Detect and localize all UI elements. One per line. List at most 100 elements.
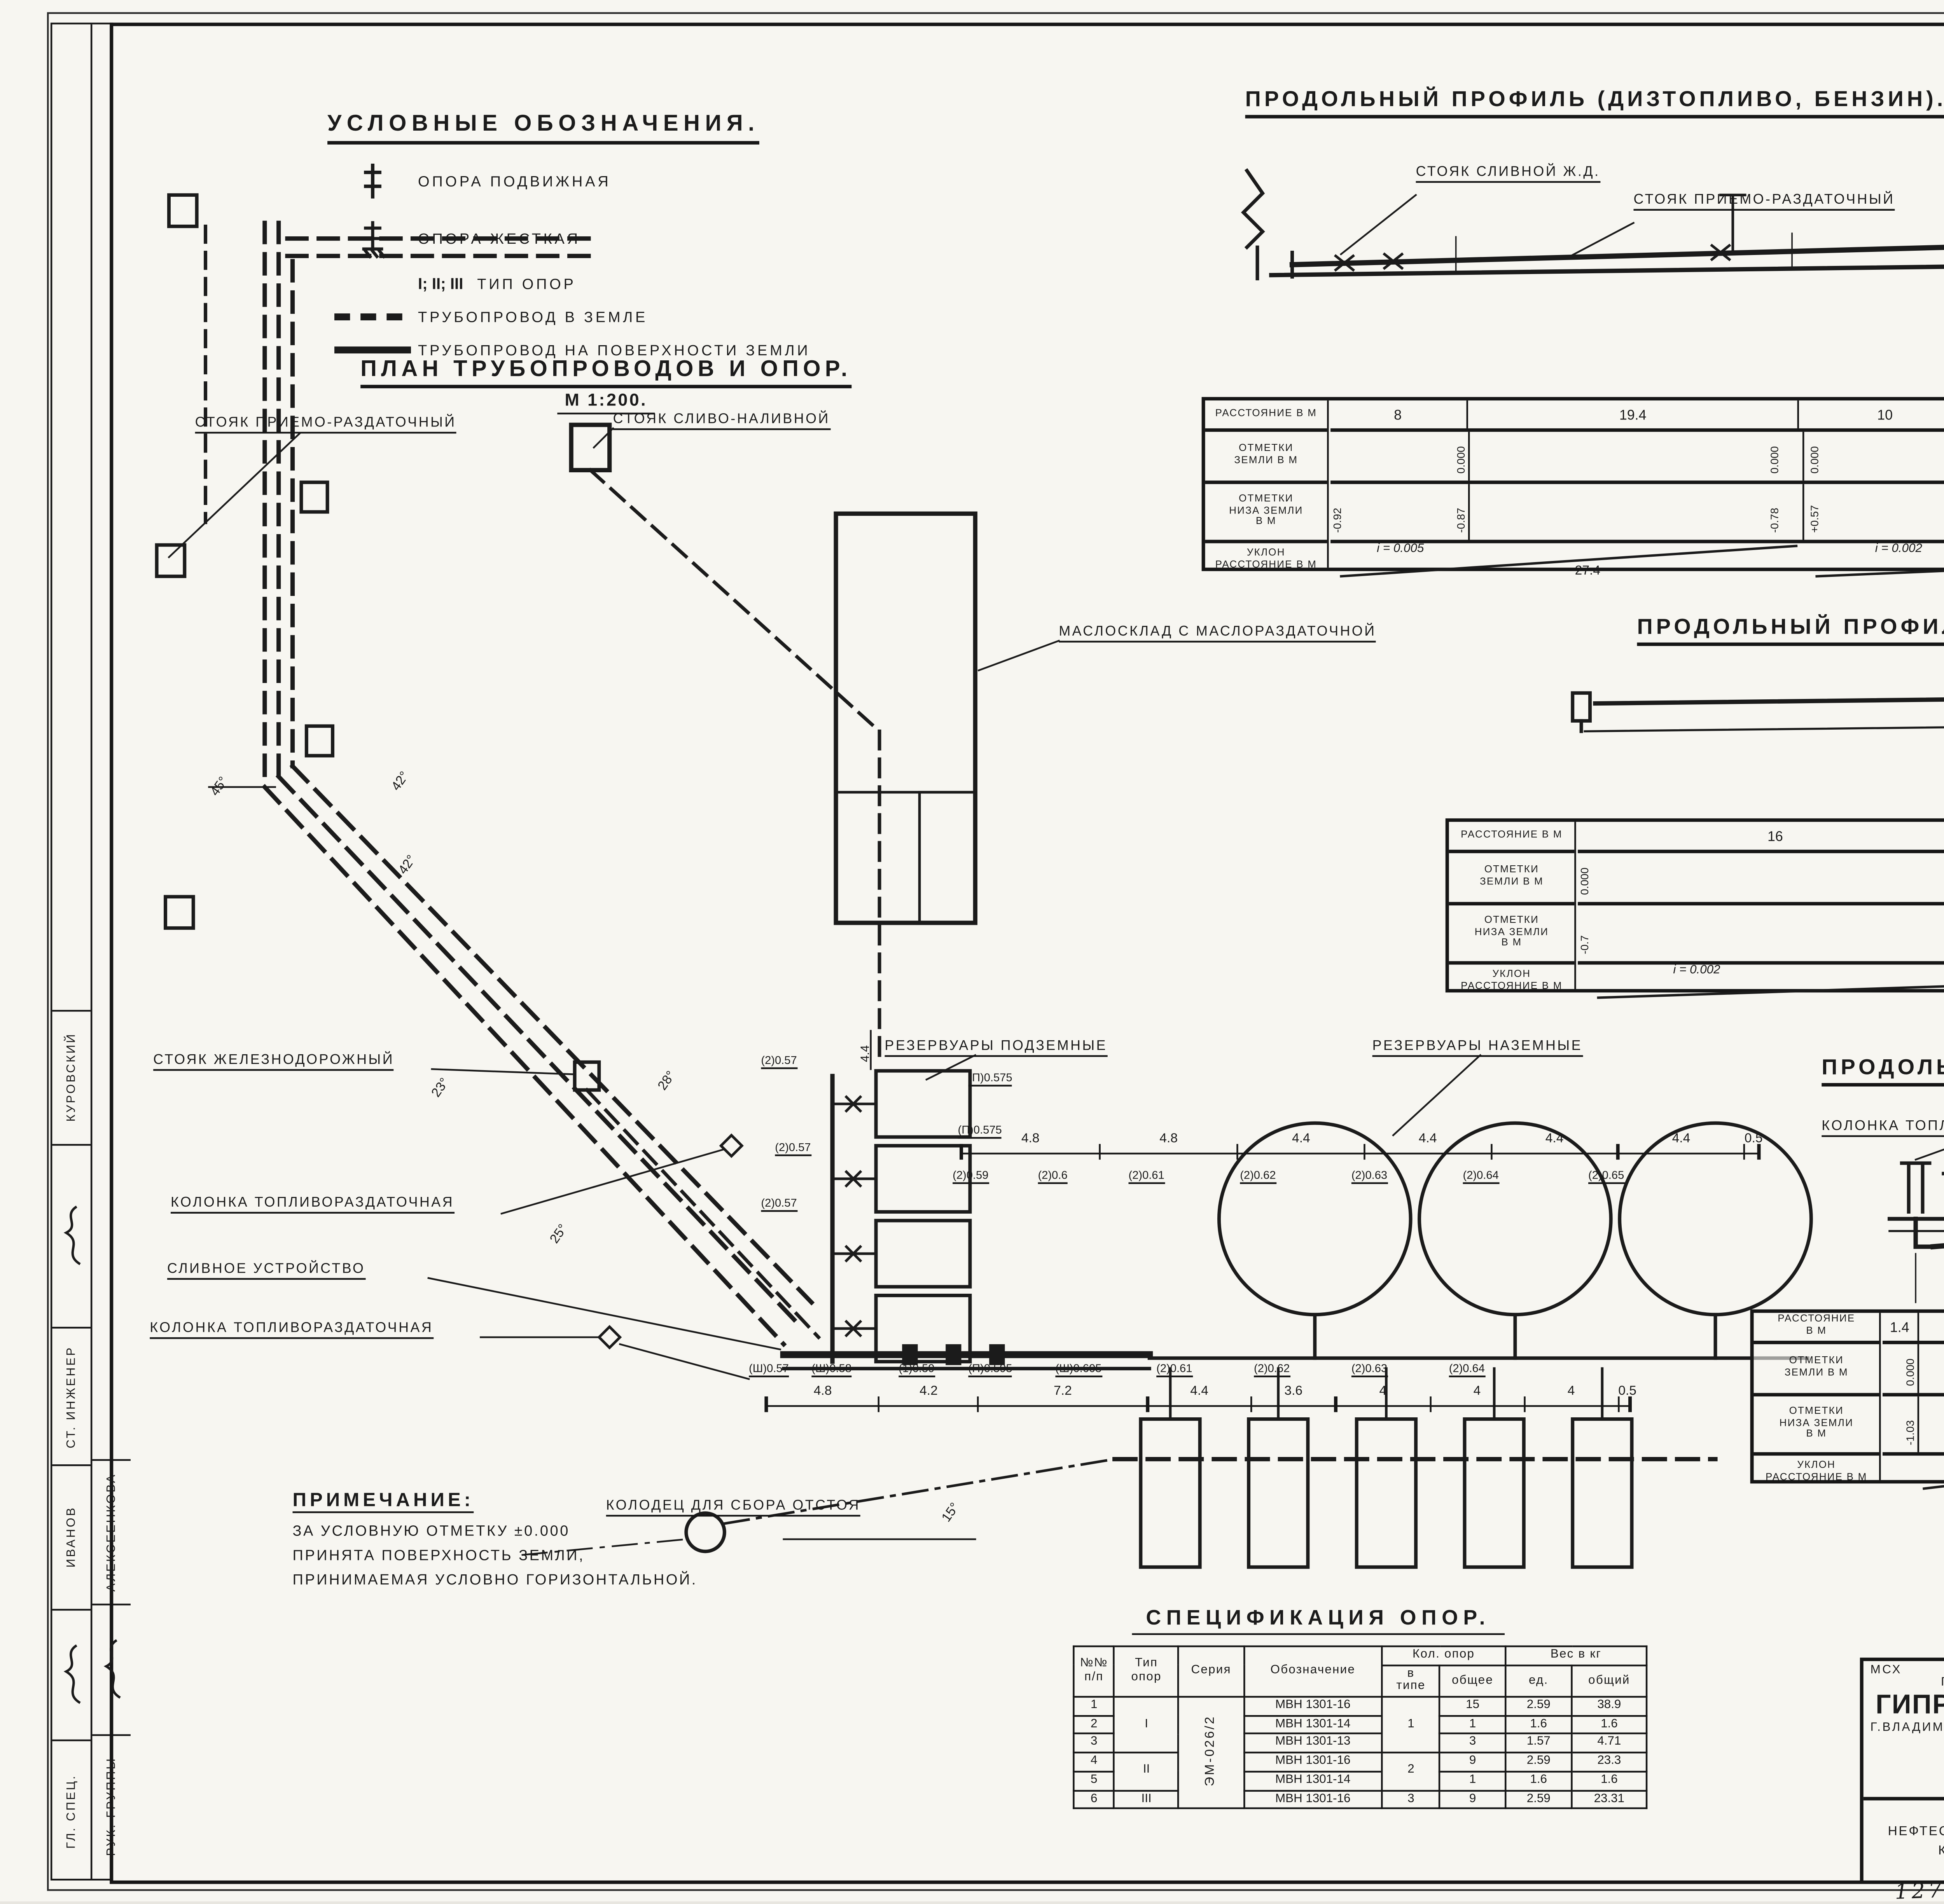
- ground-elevation-mark: 0.000: [1579, 867, 1592, 895]
- spec-mark: МВН 1301-14: [1243, 1714, 1383, 1735]
- profile-table-row-label: Уклон расстояние в м: [1215, 549, 1317, 571]
- spec-seria: ЭМ-026/2: [1177, 1696, 1245, 1810]
- spec-mark: МВН 1301-13: [1243, 1733, 1383, 1754]
- slope-value: i = 0.005: [1377, 543, 1424, 555]
- support-label: (2)0.6: [1038, 1170, 1068, 1184]
- spec-header: Тип опор: [1113, 1645, 1180, 1698]
- spec-mark: МВН 1301-16: [1243, 1789, 1383, 1810]
- ground-elevation-mark: 0.000: [1768, 446, 1781, 474]
- legend: Условные обозначения. Опора подвижнаяОпо…: [327, 108, 902, 359]
- spec-header: общий: [1571, 1664, 1648, 1698]
- signature-cell: Гл. спец.: [65, 1773, 78, 1848]
- dimension-value: 4.2: [920, 1382, 938, 1398]
- support-type-numerals: I; II; III: [418, 275, 463, 293]
- dimension-value: 4.8: [1021, 1130, 1040, 1146]
- support-label: (2)0.57: [761, 1198, 797, 1212]
- spec-type: I: [1113, 1696, 1180, 1754]
- note-block: Примечание: За условную отметку ±0.000пр…: [292, 1483, 815, 1588]
- spec-type: II: [1113, 1752, 1180, 1791]
- slope-segment: i = 0.02510: [1918, 1456, 1944, 1491]
- note-line: принята поверхность земли,: [292, 1546, 585, 1564]
- plan-title: План трубопроводов и опор.: [360, 355, 852, 388]
- distance-cell: 1.4: [1882, 1313, 1920, 1341]
- spec-weight-unit: 1.57: [1504, 1733, 1573, 1754]
- note-line: За условную отметку ±0.000: [292, 1521, 570, 1539]
- support-label: (2)0.57: [775, 1142, 811, 1156]
- spec-weight-total: 1.6: [1571, 1714, 1648, 1735]
- spec-header: в типе: [1381, 1664, 1441, 1698]
- signature: [52, 1611, 91, 1742]
- signature-cell: Алексеенкова: [92, 1461, 131, 1605]
- support-label: (2)0.65: [1588, 1170, 1624, 1184]
- spec-header: Обозначение: [1243, 1645, 1383, 1698]
- plan-callout: Маслосклад с маслораздаточной: [1059, 624, 1376, 643]
- plan-callout: Колонка топливораздаточная: [150, 1320, 434, 1339]
- spec-qty-total: 9: [1439, 1752, 1506, 1772]
- spec-weight-unit: 2.59: [1504, 1696, 1573, 1717]
- signature-strip: КуровскийСт. инженерИвановГл. спец. Алек…: [50, 23, 131, 1881]
- support-fixed-icon: [327, 218, 418, 260]
- empty-cell: [52, 24, 91, 1012]
- plan-callout: Стояк сливо-наливной: [613, 411, 830, 430]
- profile-title: Продольный профиль (дизтопливо, бензин).: [1245, 87, 1944, 119]
- support-label: (П)0.595: [968, 1363, 1012, 1378]
- spec-weight-unit: 1.6: [1504, 1770, 1573, 1791]
- signature: [92, 1605, 131, 1736]
- pipe-bottom-elevation-mark: -0.78: [1768, 508, 1781, 533]
- slope-segment: i = 0.00238.8: [1801, 543, 1944, 578]
- dimension-value: 4.4: [1190, 1382, 1209, 1398]
- spec-header: ед.: [1504, 1664, 1573, 1698]
- profile-table: Расстояние в мОтметки земли в мОтметки н…: [1445, 818, 1944, 992]
- spec-title: Спецификация опор.: [1132, 1605, 1504, 1635]
- spec-mark: МВН 1301-14: [1243, 1770, 1383, 1791]
- support-label: (Ш)0.58: [811, 1363, 852, 1378]
- spec-weight-total: 23.31: [1571, 1789, 1648, 1810]
- profile-table-row-label: Уклон расстояние в м: [1765, 1461, 1867, 1484]
- vertical-dimension: 4.4: [860, 1045, 873, 1062]
- legend-item-label: Опора подвижная: [418, 172, 611, 190]
- profile-callout: Стояк сливной ж.д.: [1416, 164, 1600, 183]
- dimension-value: 0.5: [1618, 1382, 1636, 1398]
- spec-weight-total: 4.71: [1571, 1733, 1648, 1754]
- legend-item: Трубопровод в земле: [327, 308, 902, 326]
- spec-qty-total: 3: [1439, 1733, 1506, 1754]
- spec-num: 3: [1073, 1733, 1115, 1754]
- support-label: (Ш)0.57: [749, 1363, 789, 1378]
- profile-table-row-label: Расстояние в м: [1753, 1313, 1879, 1344]
- dimension-value: 7.2: [1054, 1382, 1072, 1398]
- ground-elevation-mark: 0.000: [1905, 1358, 1918, 1386]
- support-label: (2)0.59: [953, 1170, 989, 1184]
- dimension-value: 4.4: [1672, 1130, 1691, 1146]
- signature-cell: Куровский: [52, 1011, 91, 1146]
- spec-weight-total: 38.9: [1571, 1696, 1648, 1717]
- pipe-bottom-elevation-mark: -0.7: [1579, 935, 1592, 954]
- profile-table-row-label: Отметки низа земли в м: [1449, 905, 1575, 965]
- spec-weight-unit: 2.59: [1504, 1789, 1573, 1810]
- plan-callout: Стояк железнодорожный: [153, 1052, 395, 1071]
- plan-callout: Резервуары подземные: [885, 1038, 1108, 1057]
- support-label: (2)0.63: [1351, 1363, 1388, 1378]
- dimension-value: 4: [1473, 1382, 1481, 1398]
- spec-num: 1: [1073, 1696, 1115, 1717]
- spec-weight-unit: 2.59: [1504, 1752, 1573, 1772]
- spec-num: 4: [1073, 1752, 1115, 1772]
- profile-table: Расстояние в мОтметки земли в мОтметки н…: [1750, 1309, 1944, 1483]
- profile-title: Продольный профиль (керосин, котельное т…: [1822, 1055, 1944, 1087]
- legend-item: I; II; IIIТип опор: [327, 275, 902, 293]
- spec-mark: МВН 1301-16: [1243, 1752, 1383, 1772]
- support-label: (2)0.64: [1449, 1363, 1485, 1378]
- organization-name: ГИПРОСЕЛЬХОЗПРОМ: [1876, 1691, 1944, 1721]
- title-block: МСХСССР Главсельстройпроект ГИПРОСЕЛЬХОЗ…: [1860, 1658, 1944, 1884]
- profile-table: Расстояние в мОтметки земли в мОтметки н…: [1201, 397, 1944, 578]
- title-block-organization: МСХСССР Главсельстройпроект ГИПРОСЕЛЬХОЗ…: [1863, 1661, 1944, 1801]
- plan-callout: Колонка топливораздаточная: [170, 1195, 455, 1214]
- dimension-value: 4.4: [1418, 1130, 1437, 1146]
- spec-weight-total: 23.3: [1571, 1752, 1648, 1772]
- support-label: (2)0.64: [1463, 1170, 1499, 1184]
